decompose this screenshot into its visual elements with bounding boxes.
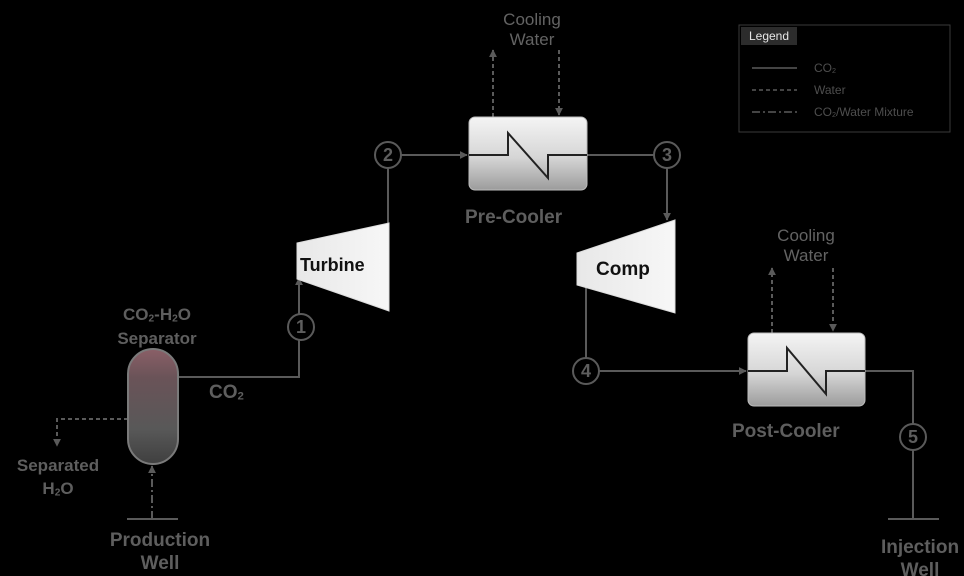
- state-point-1: 1: [295, 317, 306, 337]
- flow-separator-to-turbine: [178, 277, 303, 378]
- postcooler-cooling-water-label: Cooling Water: [777, 226, 835, 265]
- precooler-heat-exchanger: [468, 116, 588, 191]
- postcooler-heat-exchanger: [747, 332, 866, 407]
- state-point-4: 4: [580, 361, 591, 381]
- legend-title: Legend: [741, 27, 797, 45]
- state-circle-1: [287, 313, 315, 341]
- precooler-label: Pre-Cooler: [465, 207, 563, 228]
- legend-item-mixture: CO2/Water Mixture: [814, 105, 914, 120]
- flow-postcooler-to-injection: [865, 370, 914, 519]
- separator-vessel: [127, 348, 179, 465]
- state-point-5: 5: [907, 427, 918, 447]
- co2-stream-label: CO2: [209, 382, 244, 403]
- injection-well-label: Injection Well: [880, 537, 960, 576]
- legend-item-water: Water: [814, 83, 846, 97]
- precooler-cooling-water-label: Cooling Water: [503, 10, 561, 49]
- turbine-shape: [296, 222, 390, 312]
- separated-water-label: Separated H2O: [16, 456, 100, 499]
- state-point-2: 2: [382, 145, 393, 165]
- legend-item-co2: CO2: [814, 61, 836, 76]
- turbine-label: Turbine: [300, 255, 365, 275]
- production-well-label: Production Well: [109, 530, 211, 574]
- flow-separated-water: [53, 418, 128, 447]
- state-circle-4: [572, 357, 600, 385]
- state-circle-2: [374, 141, 402, 169]
- legend-box: [738, 24, 951, 133]
- postcooler-label: Post-Cooler: [732, 421, 840, 442]
- state-circle-3: [653, 141, 681, 169]
- state-circle-5: [899, 423, 927, 451]
- compressor-shape: [576, 219, 676, 314]
- separator-label: CO2-H2O Separator: [117, 305, 197, 348]
- compressor-label: Comp: [596, 259, 650, 280]
- state-point-3: 3: [661, 145, 672, 165]
